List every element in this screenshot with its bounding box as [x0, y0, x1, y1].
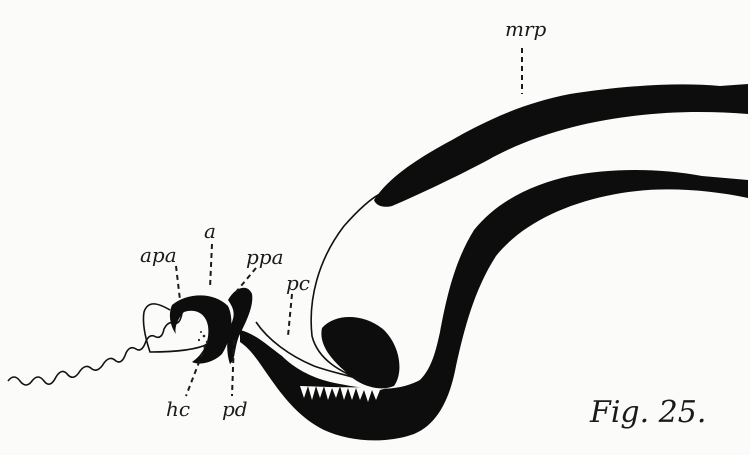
label-apa: apa	[140, 243, 177, 267]
leader-apa	[176, 266, 180, 300]
leader-pc	[288, 294, 292, 336]
label-pd: pd	[222, 397, 248, 421]
label-a: a	[204, 219, 216, 243]
label-pc: pc	[286, 271, 310, 295]
crescent-a	[170, 295, 231, 363]
label-hc: hc	[166, 397, 190, 421]
figure-caption: Fig. 25.	[589, 395, 706, 430]
pd-projection	[227, 288, 252, 364]
wavy-thread	[8, 307, 192, 385]
dark-blob	[321, 317, 399, 388]
label-mrp: mrp	[505, 17, 547, 41]
label-ppa: ppa	[246, 245, 284, 269]
leader-a	[210, 244, 212, 288]
